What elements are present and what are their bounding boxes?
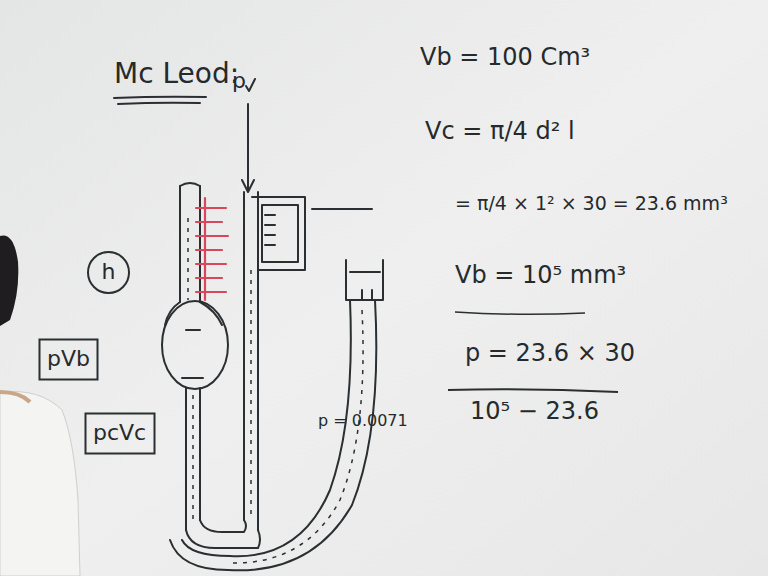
node-text: pcVc: [93, 421, 146, 445]
gauge-title: Mc Leod:: [114, 58, 239, 90]
pressure-denominator: 10⁵ − 23.6: [470, 398, 599, 426]
pressure-symbol: p: [232, 68, 246, 93]
capillary-volume-formula: Vc = π/4 d² l: [425, 118, 575, 146]
pressure-numerator: p = 23.6 × 30: [465, 340, 635, 368]
node-text: pVb: [47, 347, 90, 371]
boxed-term: pcVc: [84, 412, 156, 455]
node-text: h: [102, 260, 116, 284]
bulb-volume-mm3: Vb = 10⁵ mm³: [455, 262, 626, 290]
circled-height: h: [86, 250, 131, 295]
boxed-term: pVb: [38, 338, 99, 381]
bulb-volume: Vb = 100 Cm³: [420, 44, 590, 72]
capillary-volume-value: = π/4 × 1² × 30 = 23.6 mm³: [455, 193, 728, 215]
pressure-result: p = 0.0071: [318, 412, 408, 430]
